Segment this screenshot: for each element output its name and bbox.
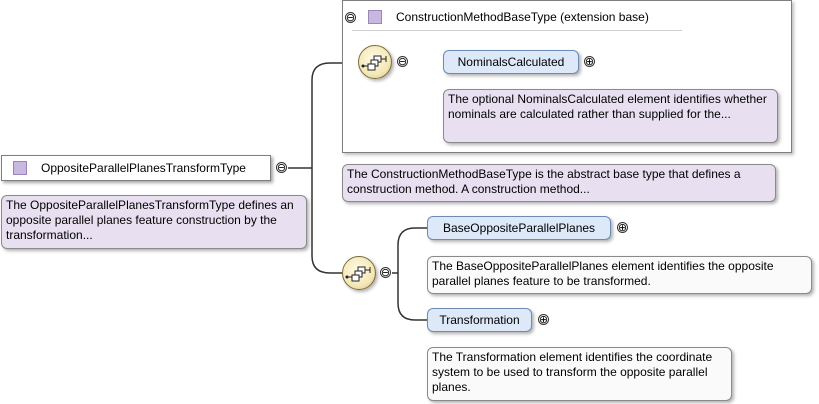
element-transformation[interactable]: Transformation	[427, 308, 532, 332]
root-type-annotation: The OppositeParallelPlanesTransformType …	[1, 195, 307, 249]
sequence-glyph	[345, 266, 371, 282]
sequence-compositor-icon[interactable]	[358, 45, 392, 79]
root-type-box[interactable]: OppositeParallelPlanesTransformType	[1, 155, 271, 181]
collapse-icon[interactable]: ⊖	[380, 266, 391, 279]
header-divider	[352, 30, 682, 31]
element-nominals-calculated[interactable]: NominalsCalculated	[443, 50, 579, 74]
expand-icon[interactable]: ⊕	[617, 221, 628, 234]
expand-icon[interactable]: ⊕	[584, 55, 595, 68]
element-name: NominalsCalculated	[457, 55, 565, 69]
element-name: BaseOppositeParallelPlanes	[442, 221, 596, 235]
extension-base-header: ⊖ ConstructionMethodBaseType (extension …	[345, 6, 785, 28]
root-type-name: OppositeParallelPlanesTransformType	[41, 161, 246, 175]
sequence-glyph	[361, 55, 387, 71]
collapse-icon[interactable]: ⊖	[397, 55, 408, 68]
collapse-icon[interactable]: ⊖	[276, 161, 287, 174]
type-icon	[13, 161, 27, 175]
element-annotation: The Transformation element identifies th…	[427, 347, 732, 401]
element-name: Transformation	[439, 313, 520, 327]
sequence-compositor-icon[interactable]	[342, 256, 376, 290]
extension-base-label: ConstructionMethodBaseType (extension ba…	[396, 10, 649, 24]
type-icon	[368, 10, 382, 24]
expand-icon[interactable]: ⊕	[538, 313, 549, 326]
extension-base-annotation: The ConstructionMethodBaseType is the ab…	[342, 164, 776, 202]
element-annotation: The optional NominalsCalculated element …	[443, 89, 778, 143]
element-base-opposite-parallel-planes[interactable]: BaseOppositeParallelPlanes	[427, 216, 611, 240]
element-annotation: The BaseOppositeParallelPlanes element i…	[427, 256, 812, 294]
collapse-icon[interactable]: ⊖	[345, 10, 356, 24]
